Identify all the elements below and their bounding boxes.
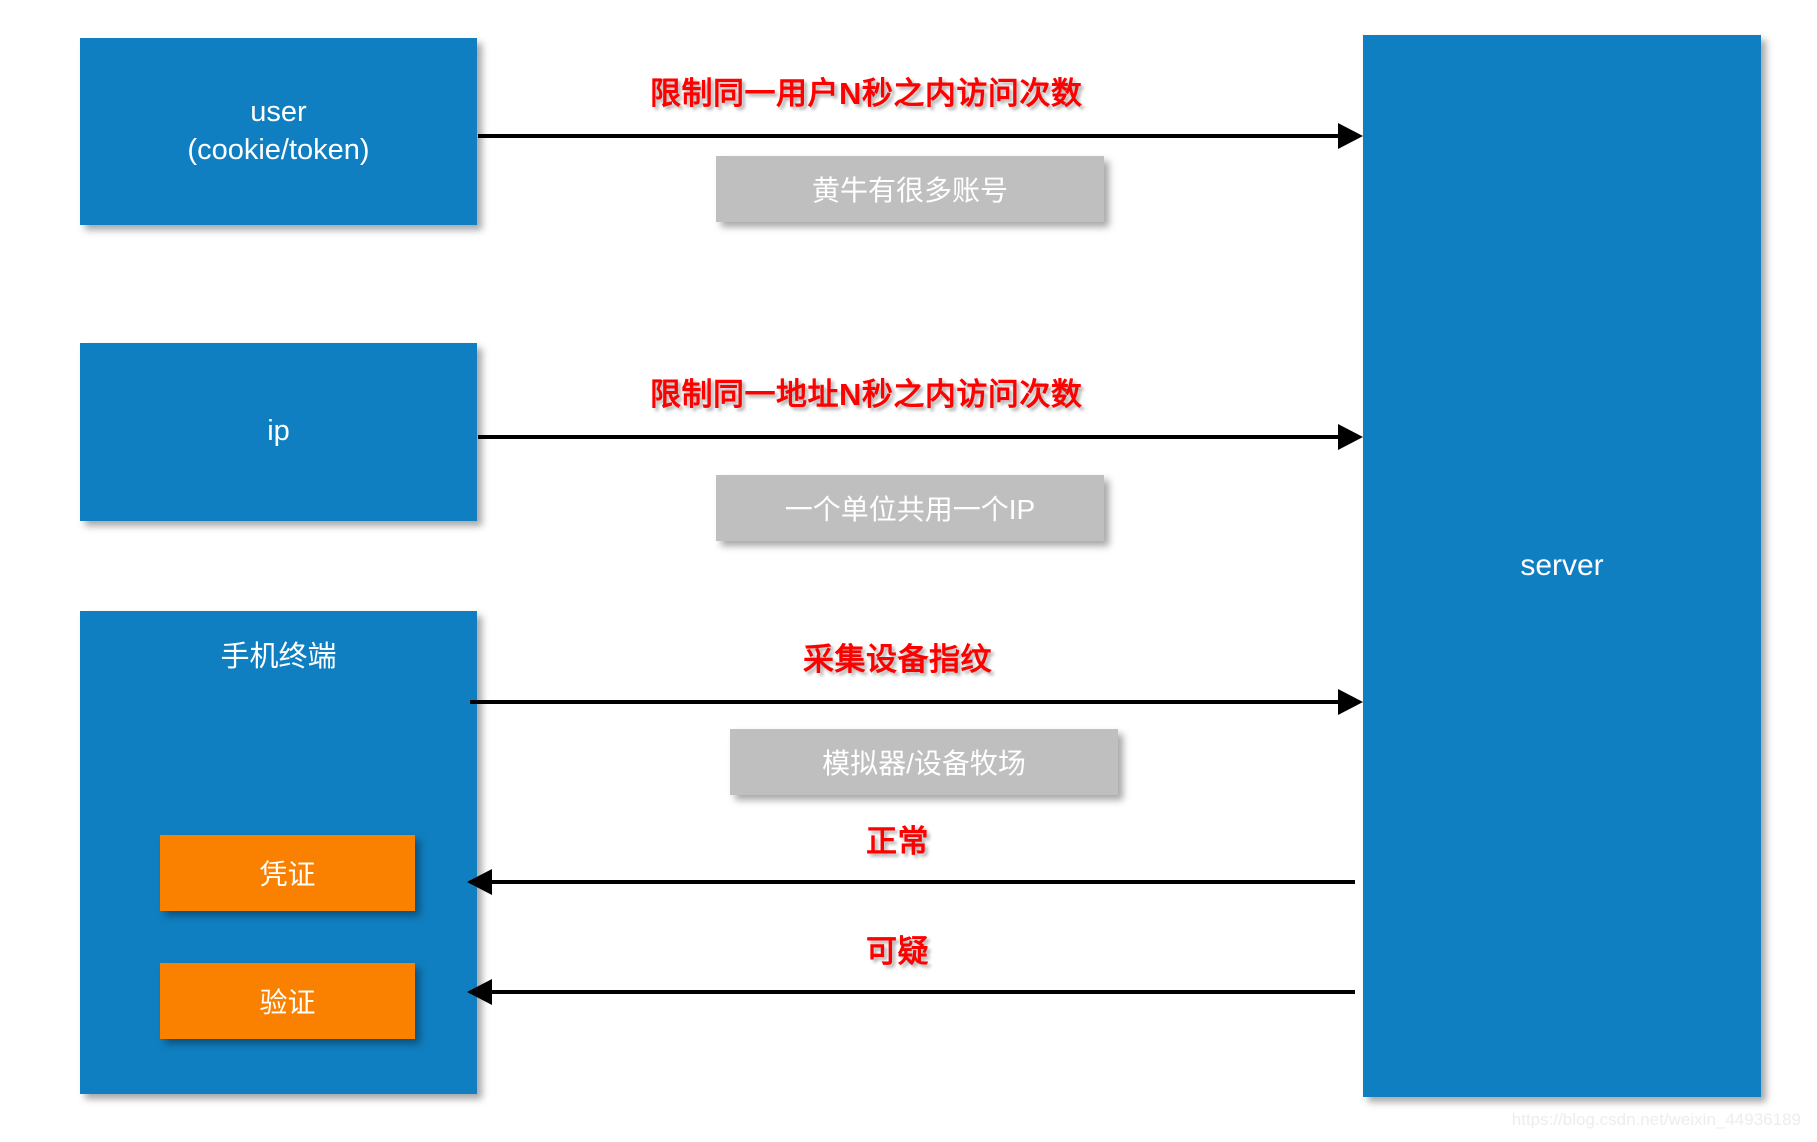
arrow-label-suspicious: 可疑: [863, 931, 932, 972]
watermark: https://blog.csdn.net/weixin_44936189: [1511, 1110, 1801, 1129]
arrow-label-normal: 正常: [863, 821, 932, 862]
arrow-line-server-to-verify: [470, 990, 1355, 994]
node-verify-label: 验证: [259, 987, 316, 1018]
note-shared-ip-label: 一个单位共用一个IP: [784, 494, 1036, 525]
arrow-line-ip-to-server: [478, 435, 1343, 439]
node-voucher: 凭证: [160, 835, 415, 911]
note-scalper-accounts: 黄牛有很多账号: [716, 156, 1104, 222]
arrow-line-user-to-server: [478, 134, 1343, 138]
node-server-label: server: [1520, 548, 1604, 582]
node-mobile-terminal-label: 手机终端: [220, 641, 337, 673]
node-ip-label: ip: [267, 415, 290, 448]
node-verify: 验证: [160, 963, 415, 1039]
node-server: server: [1363, 35, 1761, 1097]
arrowhead-left-server-to-verify: [467, 979, 492, 1005]
arrow-label-limit-user: 限制同一用户N秒之内访问次数: [647, 73, 1085, 114]
arrowhead-right-ip-to-server: [1338, 424, 1363, 450]
arrowhead-right-user-to-server: [1338, 123, 1363, 149]
arrow-label-collect-fingerprint: 采集设备指纹: [800, 639, 995, 680]
note-shared-ip: 一个单位共用一个IP: [716, 475, 1104, 541]
arrowhead-left-server-to-voucher: [467, 869, 492, 895]
node-user-text: user (cookie/token): [187, 94, 369, 168]
node-user-line1: user: [250, 96, 307, 129]
arrow-line-mobile-to-server: [470, 700, 1343, 704]
node-user-line2: (cookie/token): [187, 133, 370, 166]
node-voucher-label: 凭证: [259, 859, 316, 890]
arrowhead-right-mobile-to-server: [1338, 689, 1363, 715]
note-emulator-farm: 模拟器/设备牧场: [730, 729, 1118, 795]
arrow-line-server-to-voucher: [470, 880, 1355, 884]
arrow-label-limit-ip: 限制同一地址N秒之内访问次数: [647, 374, 1085, 415]
node-ip: ip: [80, 343, 477, 521]
note-scalper-accounts-label: 黄牛有很多账号: [811, 175, 1008, 206]
node-user: user (cookie/token): [80, 38, 477, 225]
note-emulator-farm-label: 模拟器/设备牧场: [822, 748, 1026, 779]
